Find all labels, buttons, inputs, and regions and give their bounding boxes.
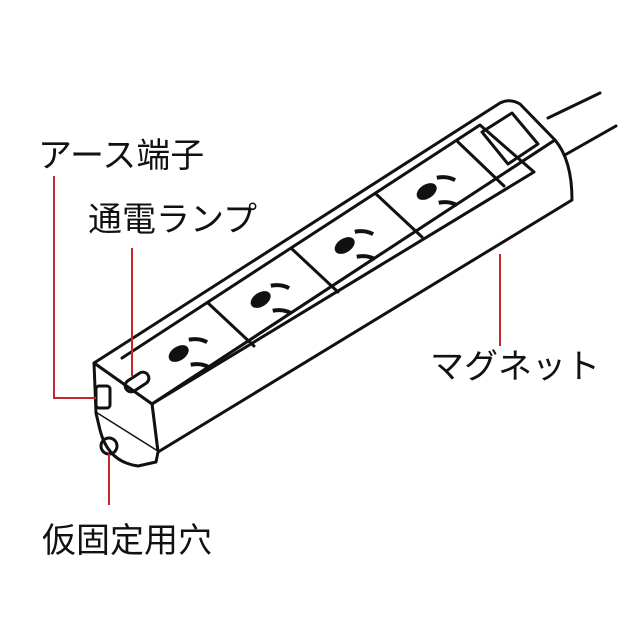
- strip-front-face: [150, 138, 574, 454]
- end-switch-box: [480, 111, 540, 166]
- compartment-divider: [456, 140, 506, 188]
- compartment-divider: [374, 192, 424, 239]
- power-lamp: [123, 370, 151, 394]
- outlet-2: [250, 283, 293, 315]
- outlet-panel: [120, 123, 536, 406]
- compartment-divider: [206, 301, 256, 348]
- outlet-1: [168, 337, 211, 369]
- power-cord: [546, 91, 618, 162]
- compartment-divider: [290, 247, 340, 294]
- power-lamp-label: 通電ランプ: [88, 200, 257, 240]
- earth-terminal-label: アース端子: [38, 136, 205, 176]
- temp-fix-hole-label: 仮固定用穴: [42, 521, 212, 561]
- magnet-label: マグネット: [430, 347, 600, 387]
- outlet-3: [334, 229, 377, 261]
- leader-earth-terminal: [53, 176, 96, 399]
- outlet-4: [416, 175, 459, 207]
